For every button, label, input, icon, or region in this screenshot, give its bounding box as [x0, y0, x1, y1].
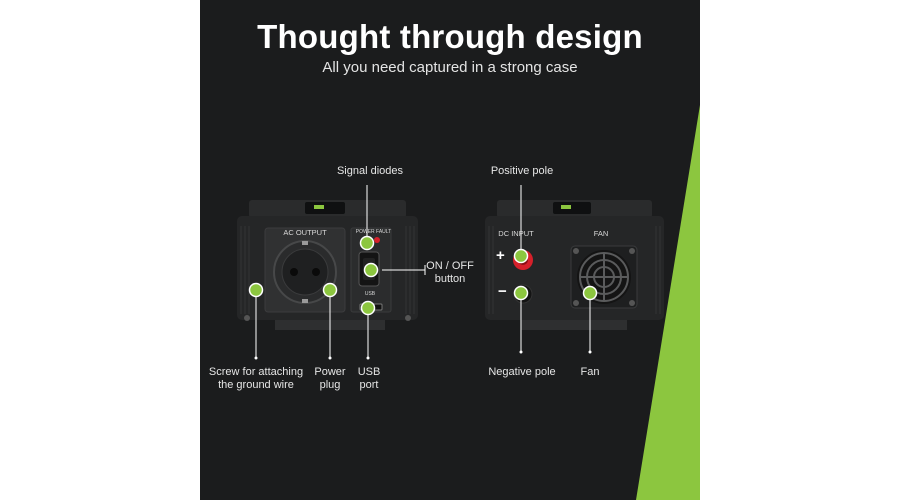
- callout-power-plug-line2: plug: [319, 379, 341, 391]
- marker-on-off-button[interactable]: [363, 262, 379, 278]
- product-feature-panel: Thought through design All you need capt…: [200, 0, 700, 500]
- minus-sign: −: [498, 283, 507, 300]
- ac-output-label: AC OUTPUT: [283, 228, 327, 237]
- marker-fan[interactable]: [582, 285, 598, 301]
- callout-fan: Fan: [580, 366, 600, 378]
- callout-usb-port-line2: port: [359, 379, 379, 391]
- callout-positive-pole: Positive pole: [490, 165, 554, 177]
- marker-power-plug[interactable]: [322, 282, 338, 298]
- fan-label: FAN: [593, 229, 609, 238]
- inverter-front-view: [237, 200, 418, 330]
- green-accent-wedge: [636, 105, 700, 500]
- callout-usb-port: USB port: [351, 366, 387, 392]
- callout-on-off-line1: ON / OFF: [426, 260, 474, 272]
- callout-screw-line1: Screw for attaching: [208, 366, 304, 378]
- marker-negative-pole[interactable]: [513, 285, 529, 301]
- plus-sign: +: [496, 247, 505, 264]
- page-title: Thought through design: [257, 18, 643, 55]
- inverter-back-view: [485, 200, 664, 330]
- callout-power-plug: Power plug: [305, 366, 355, 392]
- callout-negative-pole: Negative pole: [488, 366, 556, 378]
- marker-ground-screw[interactable]: [248, 282, 264, 298]
- dc-input-label: DC INPUT: [498, 229, 534, 238]
- callout-signal-diodes: Signal diodes: [336, 165, 404, 177]
- marker-positive-pole[interactable]: [513, 248, 529, 264]
- page-subtitle: All you need captured in a strong case: [322, 59, 578, 76]
- callout-on-off: ON / OFF button: [420, 260, 480, 286]
- callout-screw-line2: the ground wire: [218, 379, 294, 391]
- marker-signal-diodes[interactable]: [359, 235, 375, 251]
- usb-label: USB: [364, 291, 376, 297]
- callout-power-plug-line1: Power: [314, 366, 346, 378]
- callout-on-off-line2: button: [434, 273, 466, 285]
- power-fault-label: POWER FAULT: [355, 229, 392, 235]
- marker-usb-port[interactable]: [360, 300, 376, 316]
- callout-screw: Screw for attaching the ground wire: [206, 366, 306, 392]
- callout-usb-port-line1: USB: [357, 366, 381, 378]
